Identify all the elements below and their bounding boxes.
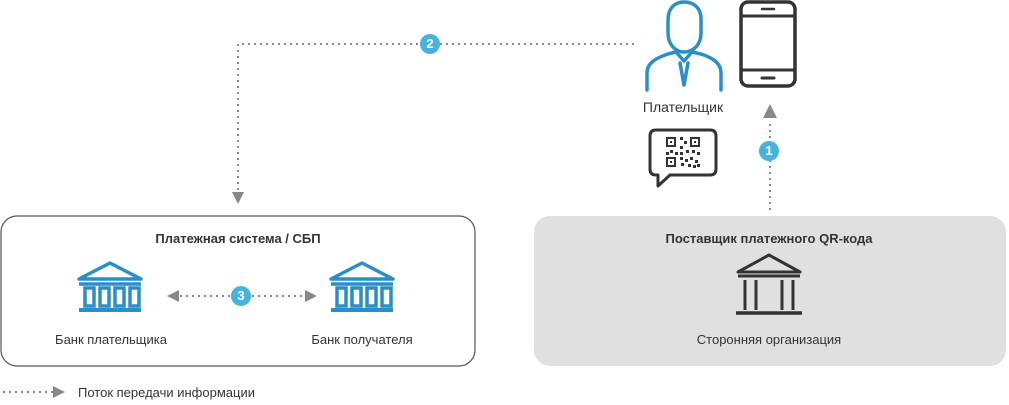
payment-system-title: Платежная система / СБП <box>155 231 321 246</box>
recipient-bank-label: Банк получателя <box>311 332 413 347</box>
legend-arrowhead <box>53 386 65 398</box>
flow-arrowhead-2 <box>232 192 244 204</box>
payer-bank-label: Банк плательщика <box>55 332 167 347</box>
payer-person-icon <box>645 0 723 92</box>
flow-arrowhead-3-right <box>305 290 317 302</box>
flow-arrowhead-1 <box>763 104 777 118</box>
legend-label: Поток передачи информации <box>78 385 255 400</box>
provider-box <box>534 216 1006 366</box>
qr-code-speech-bubble-icon <box>648 128 718 188</box>
smartphone-icon <box>739 0 797 88</box>
step-marker-1: 1 <box>759 141 779 161</box>
payer-label: Плательщик <box>642 99 724 115</box>
provider-title: Поставщик платежного QR-кода <box>665 231 873 246</box>
provider-org-label: Сторонняя организация <box>696 332 842 347</box>
flow-arrowhead-3-left <box>167 290 179 302</box>
organization-bank-icon <box>736 253 802 315</box>
step-marker-3: 3 <box>231 286 251 306</box>
flow-line-2 <box>237 43 634 193</box>
step-marker-2: 2 <box>420 34 440 54</box>
